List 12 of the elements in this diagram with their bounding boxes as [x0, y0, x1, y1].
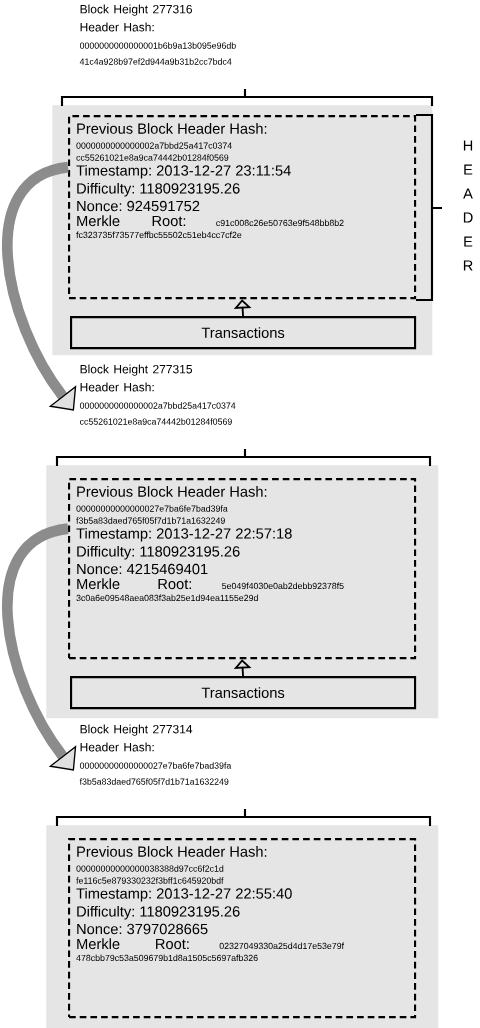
curved-arrow — [2, 161, 77, 411]
block-caption: Block Height 277316 Header Hash: 0000000000000001b6b9a13b095e96db 41c4a928b97ef2d944a9b31b2cc7bdc4 — [79, 4, 236, 65]
vertical-label: HEADER — [463, 140, 473, 271]
transactions-box: Transactions — [70, 676, 417, 710]
block-caption: Block Height 277314 Header Hash: 00000000000000027e7ba6fe7bad39fa f3b5a83daed765f05f7d1b71a1632249 — [79, 724, 232, 785]
header-box: Previous Block Header Hash: 0000000000000002a7bbd25a417c0374 cc55261021e8a9ca74442b01284f0569 Timestamp: 2013-12-27 23:11:54 Difficulty: 1180923195.26 Nonce: 924591752 Merkle Root: c91c008c26e50763e9f548bb8b2 fc323735f73577effbc55502c51eb4cc7cf2e — [68, 115, 417, 300]
block-panel — [46, 825, 439, 1028]
curved-arrow — [2, 523, 77, 771]
block-caption: Block Height 277315 Header Hash: 0000000000000002a7bbd25a417c0374 cc55261021e8a9ca74442b01284f0569 — [79, 364, 236, 425]
header-box: Previous Block Header Hash: 00000000000000027e7ba6fe7bad39fa f3b5a83daed765f05f7d1b71a1632249 Timestamp: 2013-12-27 22:57:18 Difficulty: 1180923195.26 Nonce: 4215469401 Merkle Root: 5e049f4030e0ab2debb92378f5 3c0a6e09548aea083f3ab25e1d94ea1155e29d — [68, 478, 417, 660]
header-box: Previous Block Header Hash: 00000000000000038388d97cc6f2c1d fe116c5e879330232f3bff1c645920bdf Timestamp: 2013-12-27 22:55:40 Difficulty: 1180923195.26 Nonce: 3797028665 Merkle Root: 02327049330a25d4d17e53e79f 478cbb79c53a509679b1d8a1505c5697afb326 — [68, 838, 417, 1019]
transactions-box: Transactions — [70, 316, 417, 350]
